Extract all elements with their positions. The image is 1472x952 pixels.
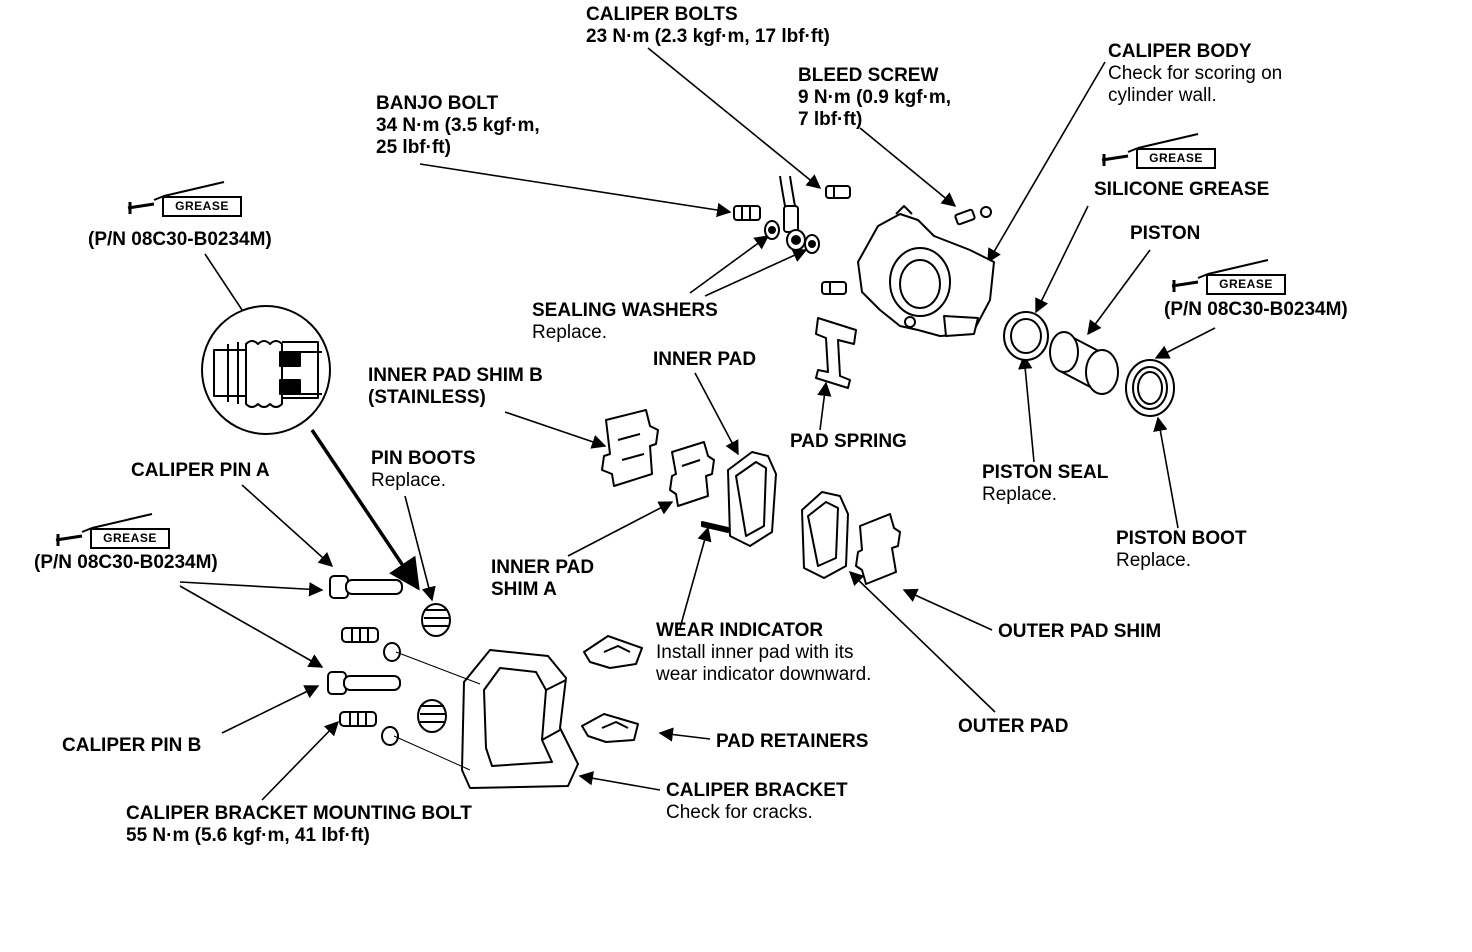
pin-boot-part: [417, 699, 447, 733]
leader-mounting-bolt: [261, 720, 340, 801]
leader-pad-spring: [817, 381, 832, 431]
label-piston-seal: PISTON SEAL Replace.: [982, 462, 1109, 505]
mounting-bolt-part: [341, 627, 379, 643]
label-sealing-washers: SEALING WASHERS Replace.: [532, 300, 718, 343]
leader-pin-boots: [404, 495, 436, 602]
leader-pad-retainers: [658, 727, 711, 742]
leader-piston-seal: [1018, 354, 1035, 463]
leader-inner-pad-shim-b: [504, 411, 607, 449]
caliper-bolt-part: [825, 185, 851, 199]
leader-pin-grease-1: [179, 581, 324, 597]
pad-retainer-part: [581, 713, 639, 743]
label-pad-retainers: PAD RETAINERS: [716, 731, 869, 752]
label-inner-pad-shim-b: INNER PAD SHIM B (STAINLESS): [368, 365, 543, 408]
label-caliper-body: CALIPER BODY Check for scoring on cylind…: [1108, 41, 1283, 106]
label-caliper-pin-a: CALIPER PIN A: [131, 460, 270, 481]
brake-hose-fitting: [779, 175, 806, 251]
caliper-bracket-part: [461, 649, 579, 789]
leader-magnifier: [310, 429, 420, 591]
leader-caliper-bolts: [647, 47, 822, 189]
leader-caliper-pin-b: [221, 685, 320, 734]
leader-piston-boot: [1153, 416, 1179, 529]
leader-outer-pad-shim: [902, 588, 993, 631]
outer-pad-shim-part: [855, 513, 901, 585]
banjo-bolt-part: [733, 205, 761, 221]
label-caliper-bracket-mounting-bolt: CALIPER BRACKET MOUNTING BOLT 55 N·m (5.…: [126, 803, 472, 846]
leader-silicone-grease: [1035, 205, 1089, 314]
label-pad-spring: PAD SPRING: [790, 431, 907, 452]
piston-boot-part: [1125, 359, 1175, 417]
pad-retainer-part: [583, 635, 643, 669]
leader-caliper-body: [987, 61, 1106, 264]
caliper-body-part: [857, 205, 995, 337]
label-silicone-grease: SILICONE GREASE: [1094, 179, 1270, 200]
mounting-bolt-part: [339, 711, 377, 727]
bolt-washer-part: [381, 726, 399, 746]
label-part-number-right: (P/N 08C30-B0234M): [1164, 299, 1348, 320]
label-piston-boot: PISTON BOOT Replace.: [1116, 528, 1247, 571]
label-bleed-screw: BLEED SCREW 9 N·m (0.9 kgf·m, 7 lbf·ft): [798, 65, 952, 130]
grease-gun-icon: GREASE: [124, 180, 244, 220]
inner-pad-part: [701, 451, 777, 547]
leader-piston: [1087, 249, 1151, 336]
grease-gun-icon: GREASE: [52, 512, 172, 552]
pin-boot-part: [421, 603, 451, 637]
leader-caliper-bracket: [578, 771, 661, 791]
grease-gun-icon: GREASE: [1098, 132, 1218, 172]
pin-boot-detail-magnifier: [201, 305, 331, 435]
label-pin-boots: PIN BOOTS Replace.: [371, 448, 476, 491]
label-inner-pad-shim-a: INNER PAD SHIM A: [491, 557, 595, 600]
label-wear-indicator: WEAR INDICATOR Install inner pad with it…: [656, 620, 872, 685]
pad-spring-part: [815, 317, 857, 389]
label-caliper-bolts: CALIPER BOLTS 23 N·m (2.3 kgf·m, 17 lbf·…: [586, 4, 830, 47]
label-piston: PISTON: [1130, 223, 1201, 244]
inner-pad-shim-a-part: [669, 441, 715, 507]
leader-banjo-bolt: [419, 163, 732, 218]
leader-wear-indicator: [679, 526, 712, 629]
piston-seal-part: [1003, 311, 1049, 361]
piston-part: [1049, 331, 1119, 395]
leader-caliper-pin-a: [241, 484, 334, 567]
label-caliper-bracket: CALIPER BRACKET Check for cracks.: [666, 780, 848, 823]
inner-pad-shim-b-part: [601, 409, 659, 487]
leader-inner-pad-shim-a: [567, 501, 674, 557]
label-caliper-pin-b: CALIPER PIN B: [62, 735, 202, 756]
leader-pin-grease-2: [179, 585, 324, 668]
grease-gun-icon: GREASE: [1168, 258, 1288, 298]
label-outer-pad-shim: OUTER PAD SHIM: [998, 621, 1162, 642]
caliper-bolt-part: [821, 281, 847, 295]
label-banjo-bolt: BANJO BOLT 34 N·m (3.5 kgf·m, 25 lbf·ft): [376, 93, 540, 158]
caliper-pin-b-part: [327, 671, 401, 695]
label-inner-pad: INNER PAD: [653, 349, 757, 370]
leader-sealing-washer-2: [704, 248, 808, 297]
caliper-pin-a-part: [329, 575, 403, 599]
leader-outer-pad: [848, 570, 996, 713]
leader-inner-pad: [694, 372, 739, 456]
leader-sealing-washer-1: [689, 235, 770, 294]
leader-piston-part-number: [1154, 327, 1216, 359]
outer-pad-part: [801, 491, 849, 579]
label-part-number-left: (P/N 08C30-B0234M): [88, 229, 272, 250]
leader-bleed-screw: [859, 127, 957, 207]
bleed-screw-part: [954, 206, 992, 226]
bolt-washer-part: [383, 642, 401, 662]
label-outer-pad: OUTER PAD: [958, 716, 1069, 737]
label-part-number-pin: (P/N 08C30-B0234M): [34, 552, 218, 573]
